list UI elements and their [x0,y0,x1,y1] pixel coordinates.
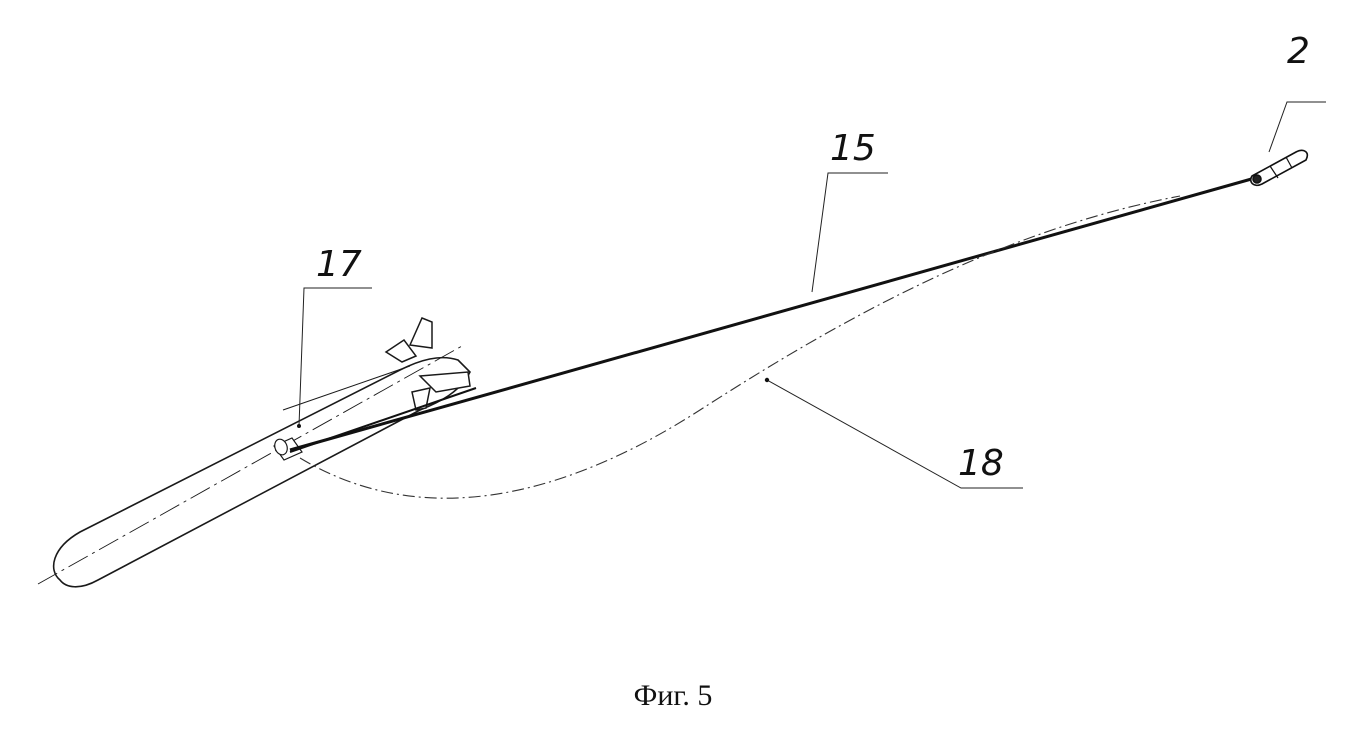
cable-hub [273,437,303,461]
callout-15: 15 [830,128,876,169]
leader-dots [297,377,770,428]
cable-line [289,176,1256,453]
vehicle-body [37,345,471,588]
leader-lines [298,101,1326,489]
trajectory-curve [299,195,1181,499]
callout-17: 17 [316,244,362,285]
callout-2: 2 [1287,31,1310,72]
vehicle-fins [384,317,471,411]
callout-18: 18 [958,443,1004,484]
tow-device [1249,149,1309,187]
figure-caption: Фиг. 5 [634,679,713,712]
